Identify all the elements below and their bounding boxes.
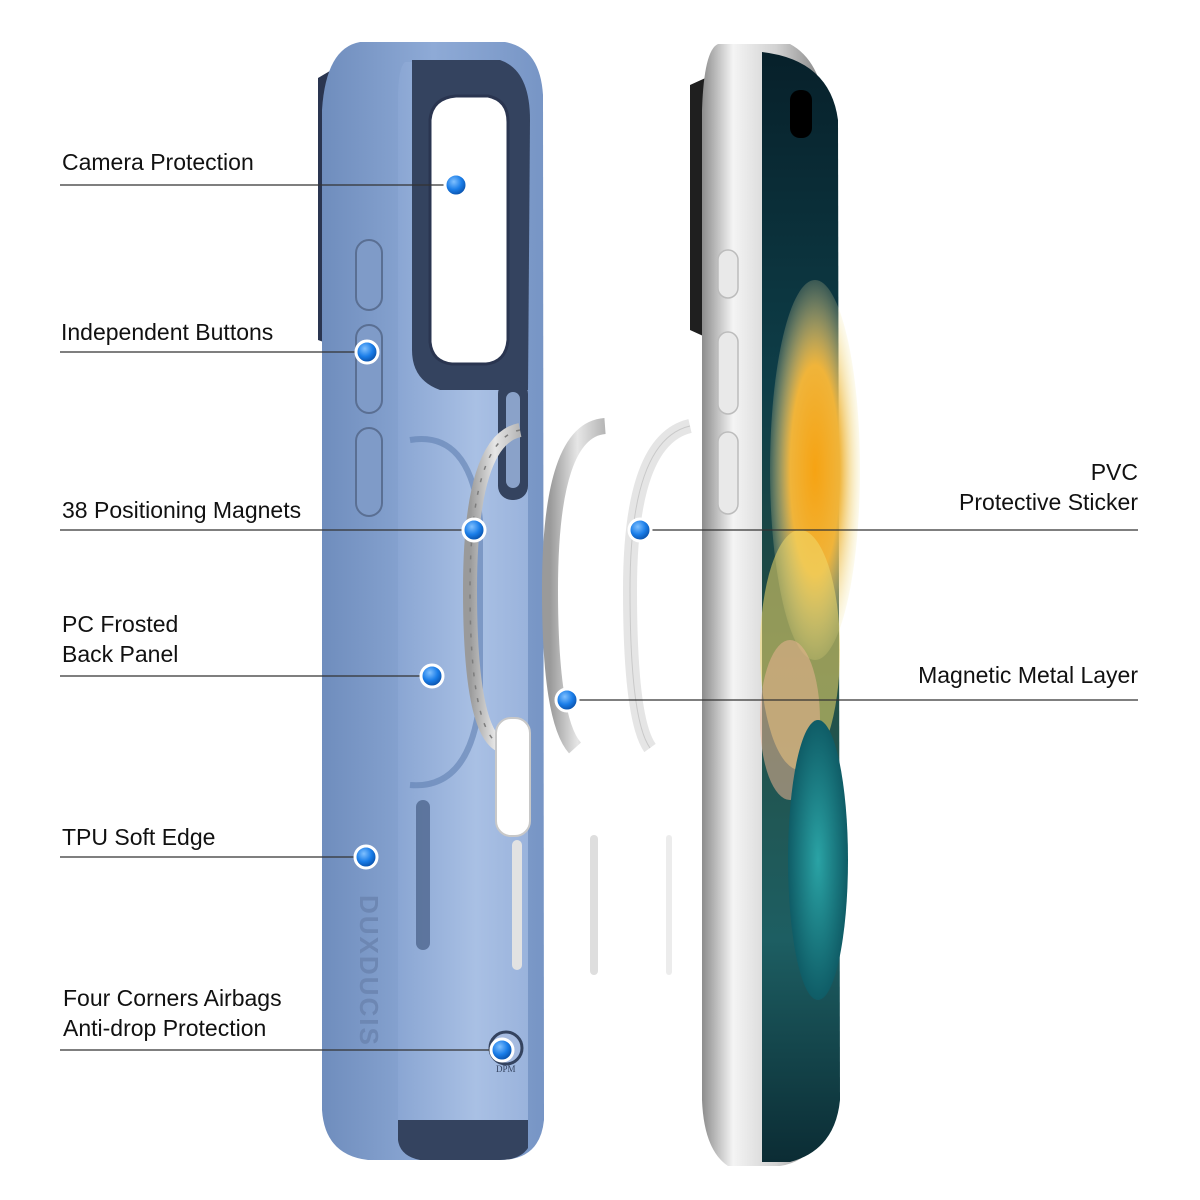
bottom-mark: DPM xyxy=(496,1064,516,1074)
case-button-top xyxy=(355,239,383,311)
label-line: Magnetic Metal Layer xyxy=(918,662,1138,688)
phone-button-3 xyxy=(717,431,739,515)
brand-watermark: DUXDUCIS xyxy=(354,895,384,1047)
sticker-strip xyxy=(666,835,672,975)
phone-button-1 xyxy=(717,249,739,299)
label-line: Anti-drop Protection xyxy=(63,1015,267,1041)
camera-cutout xyxy=(428,94,510,366)
metal-layer-strip xyxy=(590,835,598,975)
callout-dot-soft-edge xyxy=(353,844,379,870)
label-pvc-sticker: PVC Protective Sticker xyxy=(959,457,1138,517)
phone-case: DUXDUCIS DPM xyxy=(322,42,544,1160)
label-camera-protection: Camera Protection xyxy=(62,147,254,177)
callout-dot-magnets xyxy=(461,517,487,543)
label-line: Independent Buttons xyxy=(61,319,274,345)
callout-dot-camera xyxy=(443,172,469,198)
callout-dot-buttons xyxy=(354,339,380,365)
label-line: Protective Sticker xyxy=(959,489,1138,515)
wallpaper-teal-blob xyxy=(788,720,848,1000)
dynamic-island xyxy=(790,90,812,138)
label-metal-layer: Magnetic Metal Layer xyxy=(918,660,1138,690)
case-button-bottom xyxy=(355,427,383,517)
label-line: PC Frosted xyxy=(62,611,179,637)
label-line: PVC xyxy=(1090,459,1138,485)
label-back-panel: PC Frosted Back Panel xyxy=(62,609,178,669)
case-phone-cutout xyxy=(495,717,531,837)
label-independent-buttons: Independent Buttons xyxy=(61,317,273,347)
callout-dot-airbags xyxy=(489,1037,515,1063)
case-magsafe-arc xyxy=(409,436,483,789)
callout-dots xyxy=(353,172,653,1063)
label-positioning-magnets: 38 Positioning Magnets xyxy=(62,495,301,525)
label-line: Four Corners Airbags xyxy=(63,985,282,1011)
callout-dot-back-panel xyxy=(419,663,445,689)
label-line: Back Panel xyxy=(62,641,179,667)
callout-dot-metal-layer xyxy=(554,687,580,713)
label-line: TPU Soft Edge xyxy=(62,824,216,850)
case-lower-slot xyxy=(416,800,430,950)
label-line: 38 Positioning Magnets xyxy=(62,497,302,523)
label-soft-edge: TPU Soft Edge xyxy=(62,822,215,852)
magnet-strip xyxy=(512,840,522,970)
phone-button-2 xyxy=(717,331,739,415)
magnet-rings xyxy=(462,418,693,975)
smartphone xyxy=(690,44,860,1166)
case-button-middle xyxy=(355,324,383,414)
case-bottom-rim xyxy=(398,1120,528,1160)
leader-lines xyxy=(60,184,1138,1051)
callout-dot-sticker xyxy=(627,517,653,543)
magnet-ring xyxy=(462,423,522,752)
label-line: Camera Protection xyxy=(62,149,254,175)
metal-ring xyxy=(541,418,607,754)
label-airbags: Four Corners Airbags Anti-drop Protectio… xyxy=(63,983,282,1043)
